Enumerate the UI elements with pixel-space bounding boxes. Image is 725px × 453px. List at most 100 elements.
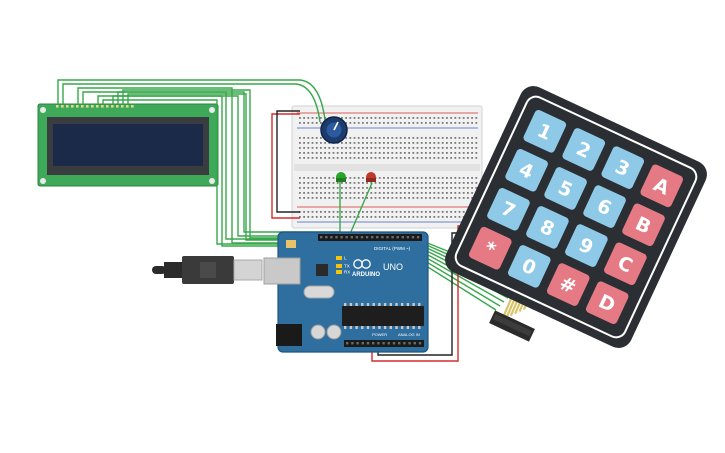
breadboard-hole [357, 142, 360, 144]
breadboard-hole [345, 187, 347, 189]
keypad-key-0[interactable]: 0 [507, 244, 552, 289]
wire-gnd-rail[interactable] [276, 110, 300, 213]
lcd-pin[interactable] [106, 105, 109, 108]
wire[interactable] [77, 87, 345, 244]
keypad-key-hash[interactable]: # [546, 262, 591, 307]
breadboard-hole [433, 122, 436, 124]
breadboard-hole [471, 157, 473, 159]
keypad-key-4[interactable]: 4 [504, 148, 549, 193]
breadboard-hole [336, 152, 339, 154]
lcd-pin[interactable] [66, 105, 69, 108]
breadboard-hole [366, 211, 368, 213]
arduino-uno-board[interactable]: L TX RX ARDUINO UNO DIGITAL (PWM ~) POWE… [263, 231, 429, 353]
breadboard-hole [370, 152, 373, 154]
header-hole [418, 342, 422, 345]
lcd-pin[interactable] [86, 105, 89, 108]
keypad-connector[interactable] [489, 310, 535, 342]
breadboard-hole [336, 147, 339, 149]
usb-cable-icon[interactable] [152, 256, 263, 284]
wire-5v-rail[interactable] [271, 113, 300, 219]
breadboard-hole [357, 117, 360, 119]
keypad-key-9[interactable]: 9 [564, 223, 609, 268]
lcd-pin[interactable] [61, 105, 64, 108]
breadboard-hole [336, 192, 339, 194]
breadboard-hole [446, 152, 448, 154]
header-hole [377, 342, 380, 345]
breadboard-hole [311, 211, 314, 213]
keypad-key-1[interactable]: 1 [522, 109, 567, 154]
rx-label: RX [344, 270, 350, 275]
breadboard-hole [315, 122, 318, 124]
lcd-pin[interactable] [71, 105, 74, 108]
lcd-pin[interactable] [121, 105, 124, 108]
keypad-key-b[interactable]: B [621, 202, 666, 247]
keypad-key-5[interactable]: 5 [543, 166, 588, 211]
chip-pin [344, 303, 347, 306]
led-red[interactable] [366, 172, 376, 182]
digital-header[interactable] [318, 234, 422, 241]
wire[interactable] [57, 79, 326, 121]
lcd-pin[interactable] [76, 105, 79, 108]
breadboard-hole [429, 152, 431, 154]
breadboard-hole [362, 117, 364, 119]
breadboard-hole [433, 142, 436, 144]
led-green[interactable] [336, 172, 346, 182]
breadboard-hole [374, 147, 377, 149]
breadboard-hole [349, 177, 352, 179]
breadboard-hole [433, 216, 436, 218]
breadboard-hole [378, 152, 381, 154]
keypad-key-6[interactable]: 6 [582, 184, 627, 229]
keypad-key-2[interactable]: 2 [561, 127, 606, 172]
header-hole [372, 342, 375, 345]
potentiometer-icon[interactable] [320, 116, 348, 144]
keypad-key-a[interactable]: A [639, 163, 684, 208]
breadboard-hole [425, 142, 427, 144]
lcd-pin[interactable] [126, 105, 129, 108]
lcd-pin[interactable] [131, 105, 134, 108]
chip-pin [395, 326, 398, 329]
wire[interactable] [349, 182, 373, 235]
lcd-pin[interactable] [101, 105, 104, 108]
breadboard-hole [429, 211, 431, 213]
breadboard-hole [303, 192, 305, 194]
wire[interactable] [117, 91, 340, 233]
wire[interactable] [102, 99, 368, 245]
keypad-key-8[interactable]: 8 [525, 205, 570, 250]
breadboard-hole [311, 197, 314, 199]
breadboard-hole [332, 177, 335, 179]
breadboard-hole [332, 192, 335, 194]
breadboard-hole [399, 147, 402, 149]
keypad-key-c[interactable]: C [603, 241, 648, 286]
breadboard-hole [446, 122, 448, 124]
breadboard-hole [311, 187, 314, 189]
header-hole [392, 342, 396, 345]
keypad-key-star[interactable]: * [468, 226, 513, 271]
reset-button[interactable] [286, 240, 296, 248]
breadboard-hole [425, 197, 427, 199]
lcd-pin[interactable] [111, 105, 114, 108]
breadboard-hole [315, 197, 318, 199]
lcd-pin[interactable] [96, 105, 99, 108]
breadboard-hole [378, 216, 381, 218]
breadboard-hole [315, 137, 318, 139]
breadboard[interactable] [291, 105, 483, 229]
breadboard-hole [450, 192, 452, 194]
breadboard-hole [336, 187, 339, 189]
lcd-pin[interactable] [91, 105, 94, 108]
keypad-key-d[interactable]: D [585, 280, 630, 325]
breadboard-hole [357, 211, 360, 213]
breadboard-hole [324, 197, 326, 199]
breadboard-hole [408, 182, 410, 184]
breadboard-hole [383, 187, 385, 189]
lcd-pin[interactable] [81, 105, 84, 108]
breadboard-hole [441, 211, 444, 213]
breadboard-hole [341, 117, 343, 119]
wire[interactable] [127, 93, 294, 241]
wire[interactable] [62, 83, 321, 123]
keypad-key-3[interactable]: 3 [600, 145, 645, 190]
lcd-pin[interactable] [116, 105, 119, 108]
keypad-key-7[interactable]: 7 [486, 187, 531, 232]
lcd-module[interactable] [37, 103, 219, 187]
lcd-pin[interactable] [56, 105, 59, 108]
